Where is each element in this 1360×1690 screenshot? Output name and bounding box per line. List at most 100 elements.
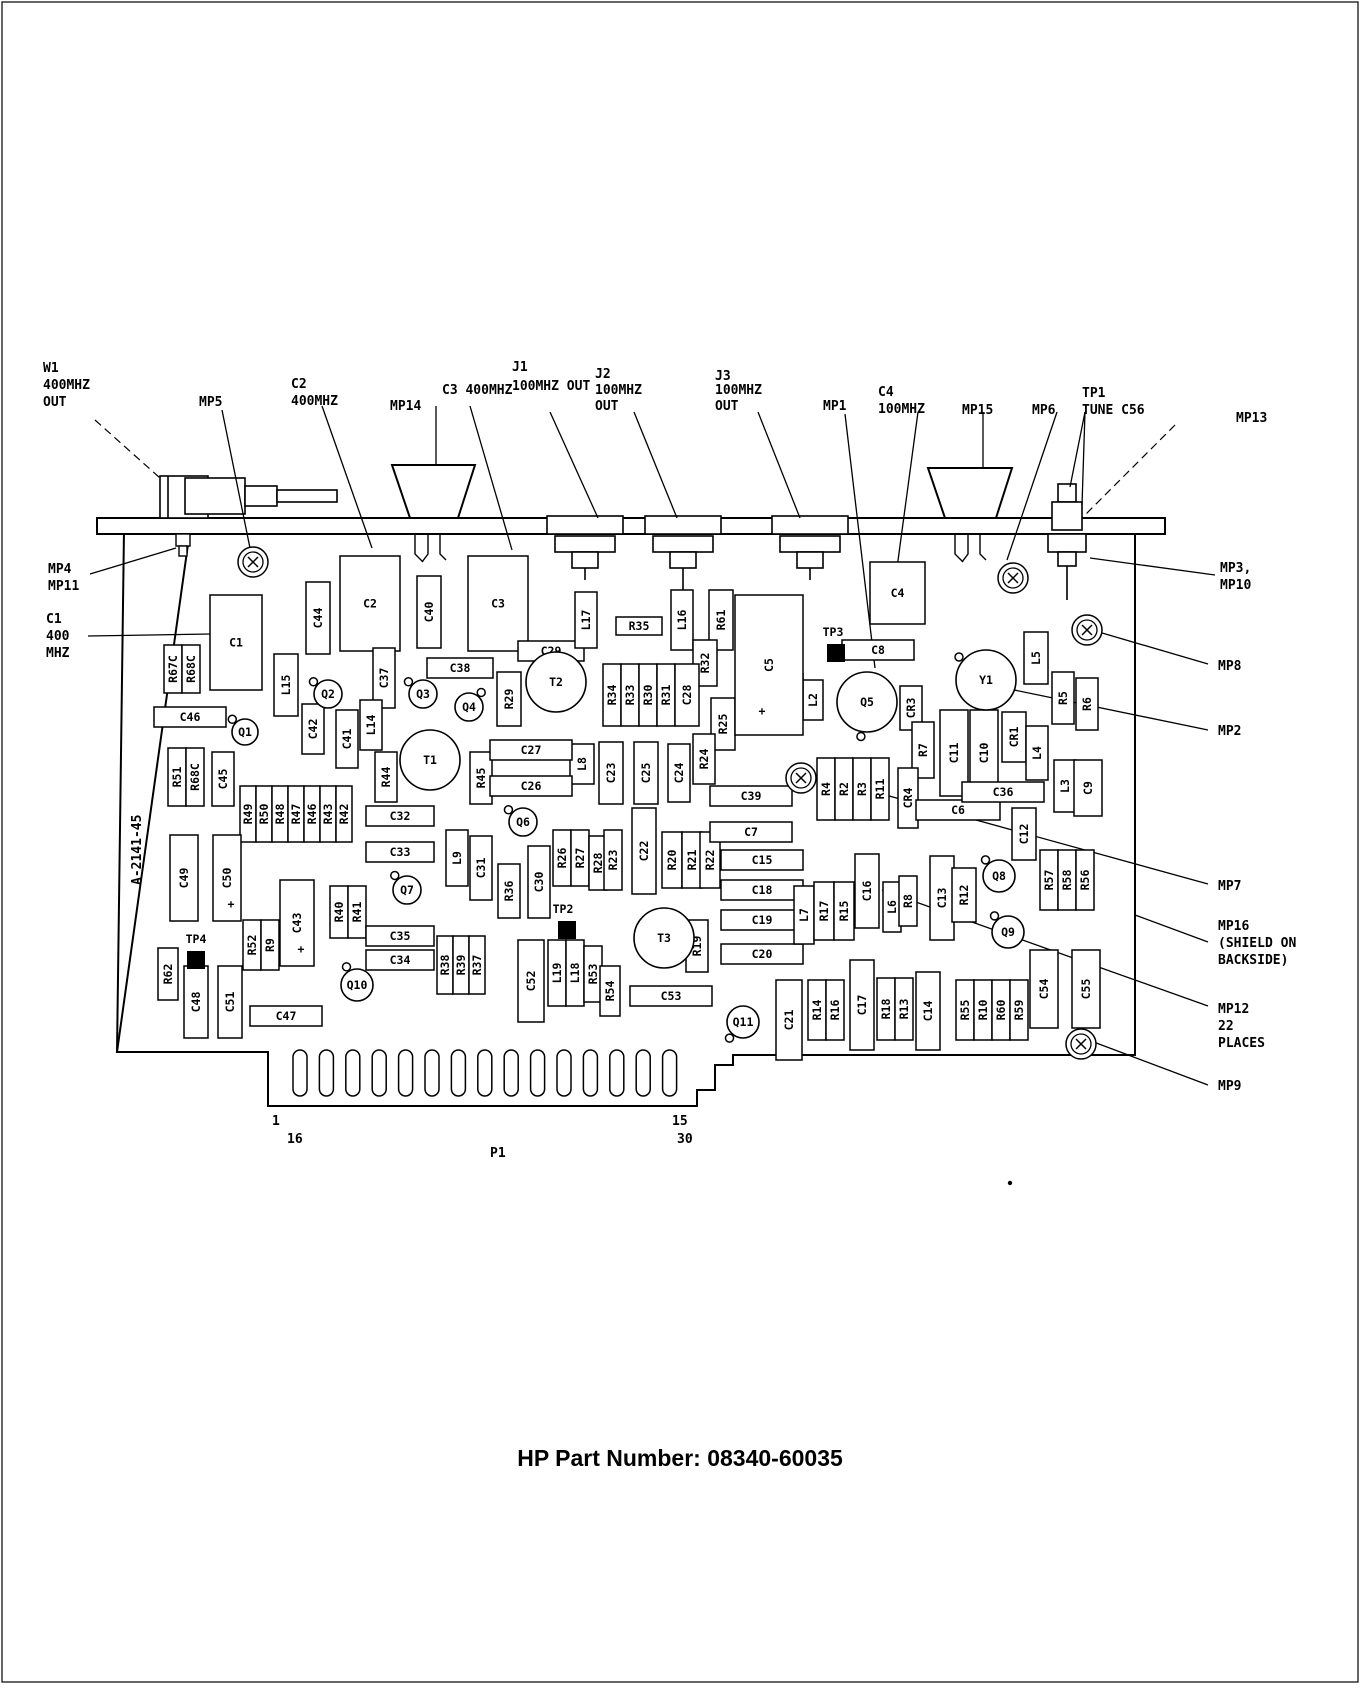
mp4-standoff bbox=[175, 533, 191, 557]
component-c18: C18 bbox=[720, 879, 804, 901]
component-r2: R2 bbox=[834, 757, 854, 821]
svg-text:T3: T3 bbox=[657, 931, 671, 945]
component-label: CR3 bbox=[904, 698, 918, 719]
component-c7: C7 bbox=[709, 821, 793, 843]
callout-w1-l1: W1 bbox=[43, 361, 59, 376]
component-l3: L3 bbox=[1053, 759, 1077, 813]
component-label: R37 bbox=[470, 955, 484, 976]
component-label: C33 bbox=[390, 845, 411, 859]
component-r47: R47 bbox=[287, 785, 305, 843]
component-tp2: TP2 bbox=[553, 902, 576, 939]
connector-finger bbox=[371, 1049, 387, 1097]
component-label: L17 bbox=[579, 610, 593, 631]
svg-text:Q8: Q8 bbox=[992, 869, 1006, 883]
callout-j1-l2: 100MHZ OUT bbox=[512, 379, 590, 394]
component-label: CR4 bbox=[901, 788, 915, 809]
component-y1: Y1 bbox=[954, 649, 1017, 711]
component-label: C4 bbox=[891, 586, 905, 600]
component-label: L8 bbox=[575, 757, 589, 771]
connector-finger bbox=[635, 1049, 651, 1097]
polarity-mark: + bbox=[228, 897, 235, 911]
component-r22: R22 bbox=[699, 831, 721, 889]
board-id: A-2141-45 bbox=[130, 815, 145, 885]
component-label: R18 bbox=[879, 999, 893, 1020]
component-label: R33 bbox=[623, 685, 637, 706]
component-c2: C2 bbox=[339, 555, 401, 652]
component-label: C39 bbox=[741, 789, 762, 803]
callout-c2-l2: 400MHZ bbox=[291, 394, 338, 409]
component-r58: R58 bbox=[1057, 849, 1077, 911]
component-label: C35 bbox=[390, 929, 411, 943]
callout-w1-l3: OUT bbox=[43, 395, 67, 410]
component-c20: C20 bbox=[720, 943, 804, 965]
component-r67c: R67C bbox=[163, 644, 183, 694]
component-q4: Q4 bbox=[454, 687, 486, 722]
callout-c2-l1: C2 bbox=[291, 377, 307, 392]
component-label: R3 bbox=[855, 782, 869, 796]
component-r34: R34 bbox=[602, 663, 622, 727]
component-label: C47 bbox=[276, 1009, 297, 1023]
connector-finger bbox=[424, 1049, 440, 1097]
svg-text:Q7: Q7 bbox=[400, 883, 414, 897]
component-label: C31 bbox=[474, 858, 488, 879]
component-r5: R5 bbox=[1051, 671, 1075, 725]
component-c44: C44 bbox=[305, 581, 331, 655]
callout-mp15: MP15 bbox=[962, 403, 993, 418]
component-label: C44 bbox=[311, 608, 325, 629]
component-l9: L9 bbox=[445, 829, 469, 887]
component-c9: C9 bbox=[1073, 759, 1103, 817]
component-q6: Q6 bbox=[503, 805, 538, 837]
component-c48: C48 bbox=[183, 965, 209, 1039]
component-label: C50 bbox=[220, 868, 234, 889]
component-label: R9 bbox=[263, 938, 277, 952]
component-label: R2 bbox=[837, 782, 851, 796]
component-label: C2 bbox=[363, 597, 377, 611]
component-label: C30 bbox=[532, 872, 546, 893]
j2-connector bbox=[644, 515, 722, 590]
component-r24: R24 bbox=[692, 733, 716, 785]
component-r32: R32 bbox=[692, 639, 718, 687]
callout-labels: W1 400MHZ OUT MP5 C2 400MHZ MP14 C3 400M… bbox=[43, 360, 1296, 1161]
mp15-handle bbox=[926, 467, 1014, 519]
component-label: R48 bbox=[273, 804, 287, 825]
component-label: R54 bbox=[603, 981, 617, 1002]
component-l17: L17 bbox=[574, 591, 598, 649]
component-label: R24 bbox=[697, 749, 711, 770]
component-r41: R41 bbox=[347, 885, 367, 939]
component-label: L19 bbox=[550, 963, 564, 984]
component-label: R42 bbox=[337, 804, 351, 825]
callout-c4-l2: 100MHZ bbox=[878, 402, 925, 417]
component-label: R47 bbox=[289, 804, 303, 825]
callout-mp1: MP1 bbox=[823, 399, 847, 414]
component-label: R30 bbox=[641, 685, 655, 706]
component-label: C38 bbox=[450, 661, 471, 675]
component-c49: C49 bbox=[169, 834, 199, 922]
connector-name: P1 bbox=[490, 1146, 506, 1161]
component-label: R39 bbox=[454, 955, 468, 976]
component-label: C52 bbox=[524, 971, 538, 992]
component-label: R6 bbox=[1080, 697, 1094, 711]
component-label: C19 bbox=[752, 913, 773, 927]
component-tp3: TP3 bbox=[823, 625, 845, 662]
component-l19: L19 bbox=[547, 939, 567, 1007]
component-c40: C40 bbox=[416, 575, 442, 649]
component-c39: C39 bbox=[709, 785, 793, 807]
component-label: C45 bbox=[216, 769, 230, 790]
connector-finger bbox=[397, 1049, 414, 1097]
component-label: R34 bbox=[605, 685, 619, 706]
component-r15: R15 bbox=[833, 881, 855, 941]
component-r4: R4 bbox=[816, 757, 836, 821]
component-label: C54 bbox=[1037, 979, 1051, 1000]
connector-pin-15: 15 bbox=[672, 1114, 688, 1129]
component-r29: R29 bbox=[496, 671, 522, 727]
component-label: C8 bbox=[871, 643, 885, 657]
component-label: C18 bbox=[752, 883, 773, 897]
component-label: R21 bbox=[685, 850, 699, 871]
component-c28: C28 bbox=[674, 663, 700, 727]
component-c33: C33 bbox=[365, 841, 435, 863]
component-c24: C24 bbox=[667, 743, 691, 803]
component-label: R23 bbox=[606, 850, 620, 871]
component-cr1: CR1 bbox=[1001, 711, 1027, 763]
component-label: R27 bbox=[573, 848, 587, 869]
